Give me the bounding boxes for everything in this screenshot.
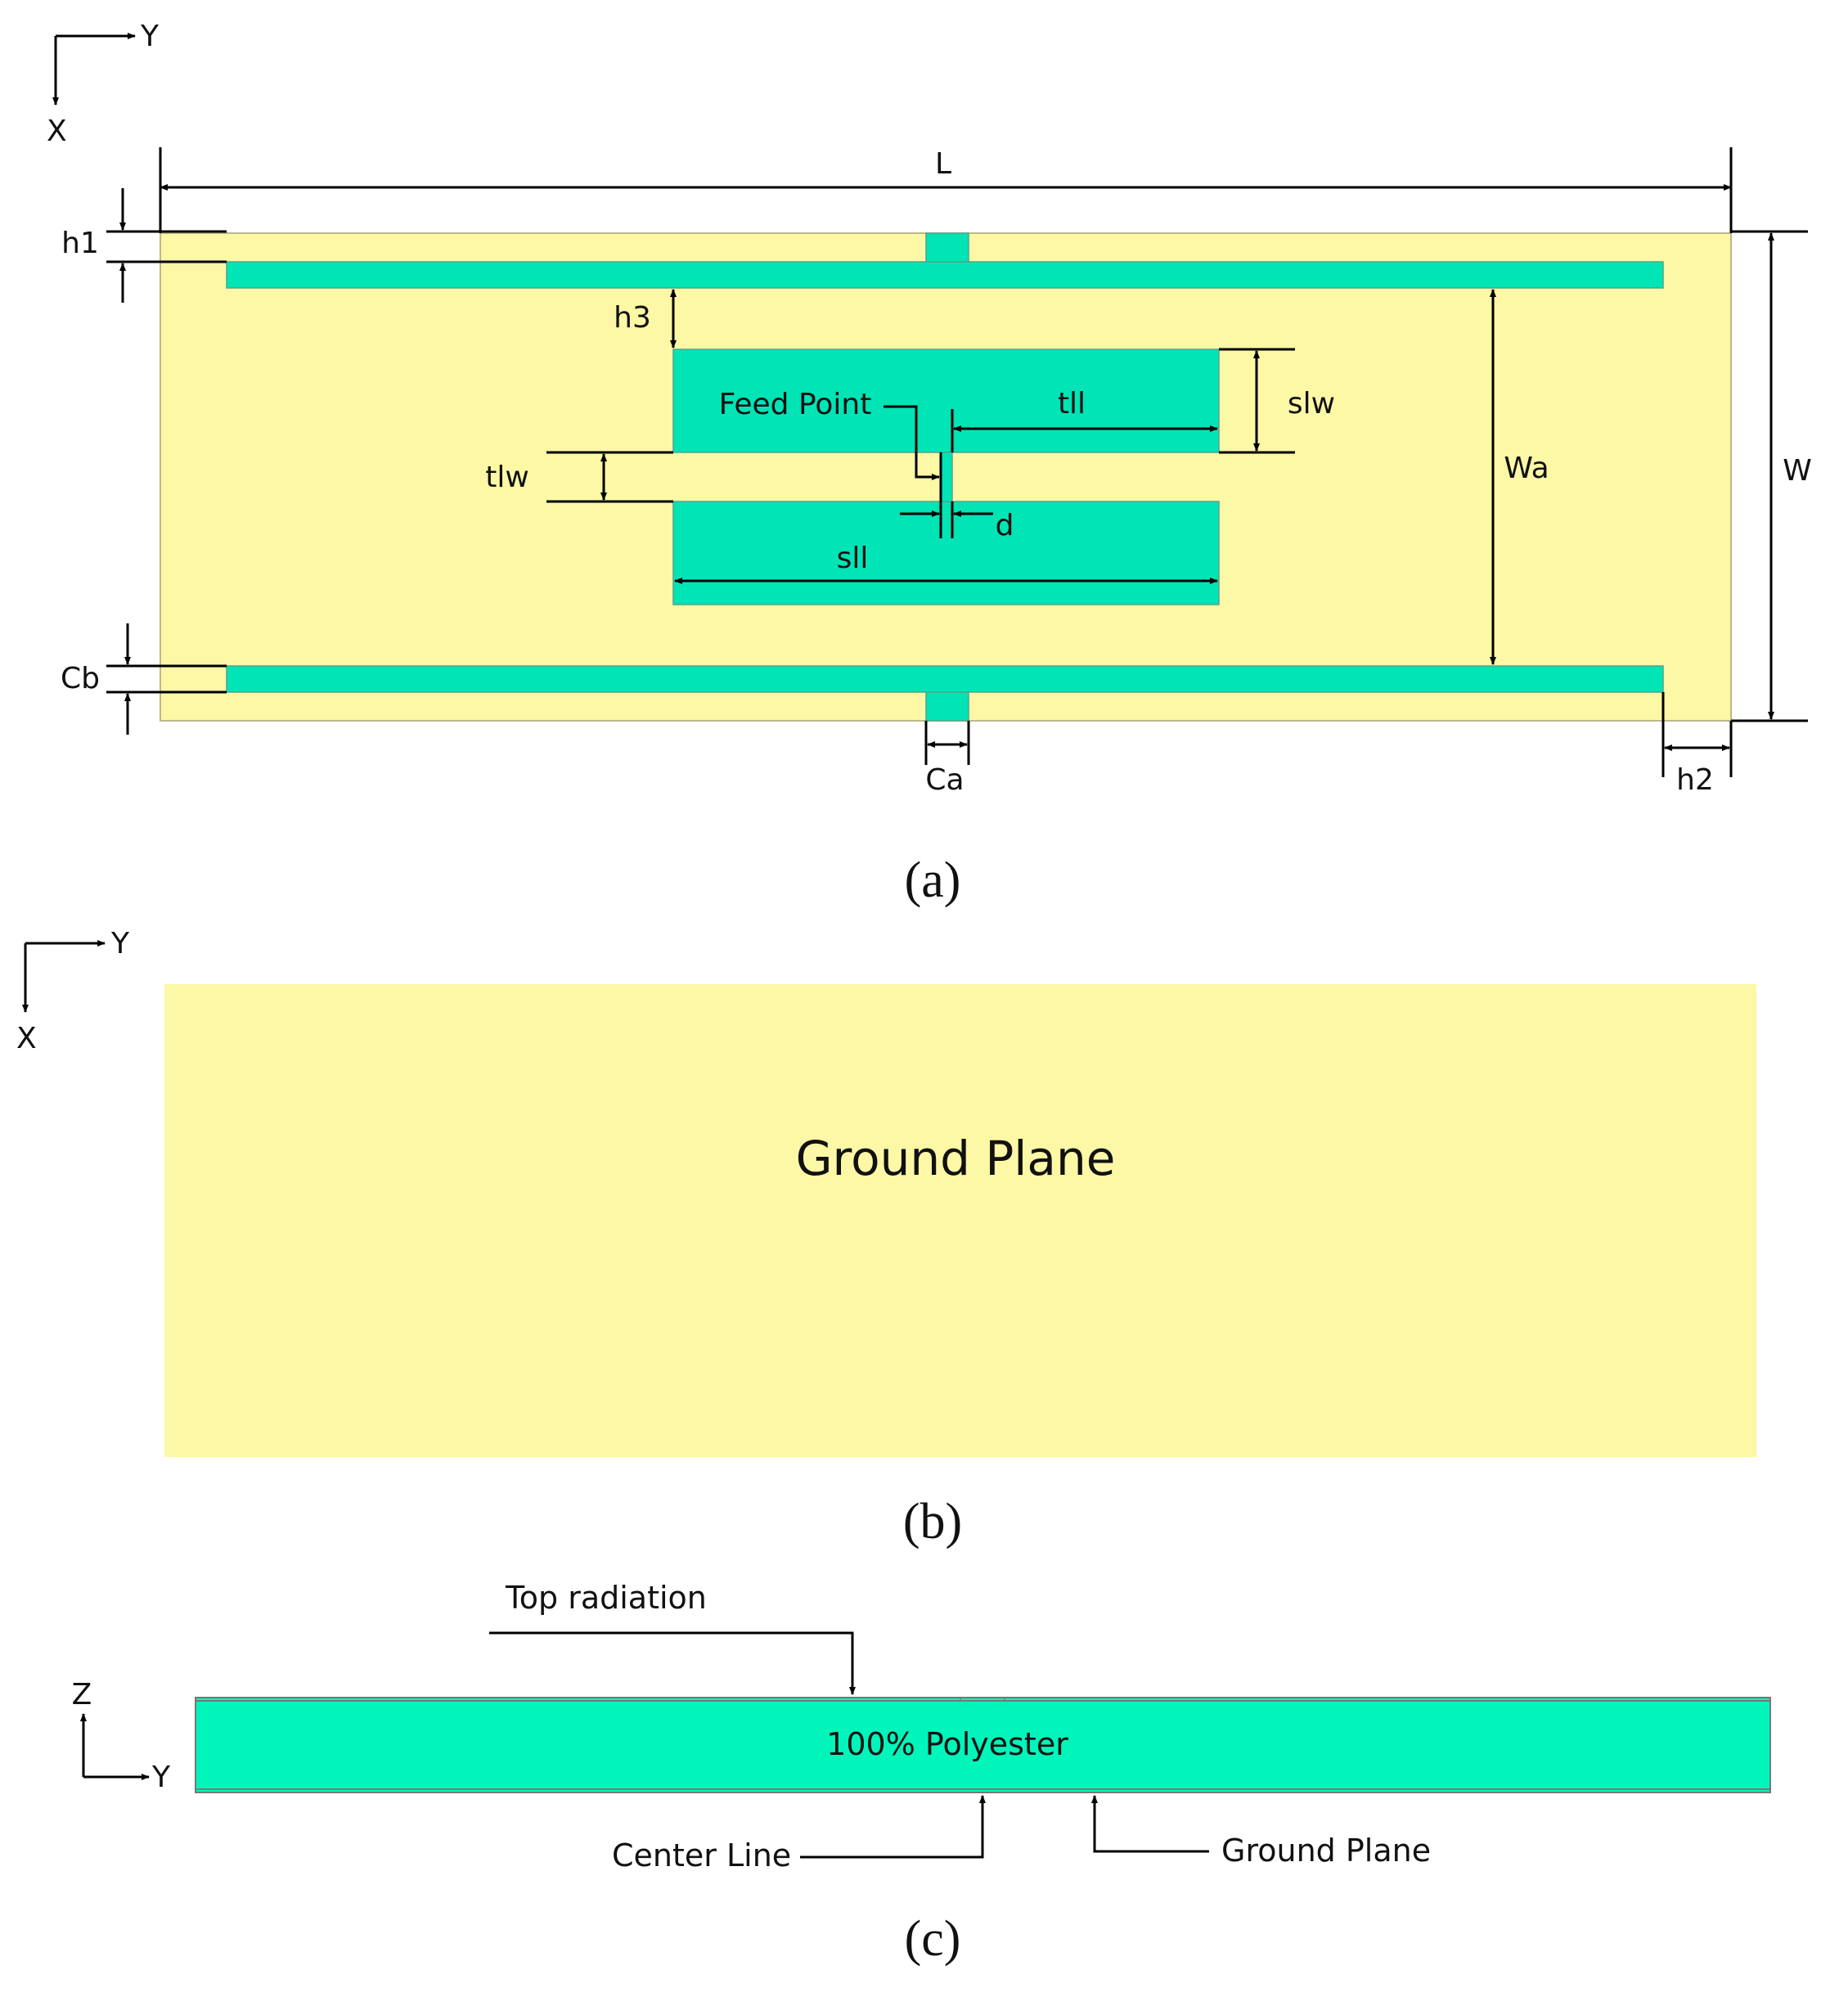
dim-label-h3: h3 [614,301,651,335]
lower-slot-patch [672,501,1220,605]
axis-y-label-c: Y [151,1761,171,1794]
dim-label-L: L [935,147,951,181]
dim-label-W: W [1783,454,1812,488]
top-radiation-label: Top radiation [505,1580,707,1616]
conductor-pattern [226,232,1664,722]
axis-y-label-b: Y [110,927,130,960]
axis-indicator-a [52,33,136,106]
panel-c: Z Y 100% Polyester Top radiation Center … [72,1580,1771,1967]
axis-x-label-b: X [16,1022,37,1055]
axis-y-label-a: Y [140,20,160,53]
caption-b: (b) [903,1494,962,1549]
feed-point-label: Feed Point [719,388,872,421]
polyester-substrate-side [195,1697,1771,1793]
polyester-label: 100% Polyester [826,1726,1068,1762]
ground-plane-side-label: Ground Plane [1221,1833,1431,1869]
bottom-conductor-strip [226,665,1664,693]
top-connector-tab [925,232,969,263]
dim-label-Ca: Ca [925,763,964,797]
panel-a: Y X [47,20,1812,908]
caption-c: (c) [905,1911,961,1967]
axis-indicator-b [22,940,106,1013]
axis-z-label-c: Z [72,1678,92,1711]
bottom-connector-tab [925,691,969,722]
ground-plane-bottom-view [164,984,1756,1457]
upper-slot-patch [672,349,1220,453]
dim-label-h1: h1 [61,227,99,260]
top-conductor-strip [226,261,1664,289]
center-line-label: Center Line [612,1837,791,1873]
callout-lines-c [489,1631,1209,1859]
dim-label-d: d [996,509,1014,542]
panel-b: Y X Ground Plane (b) [16,927,1756,1549]
dim-label-h2: h2 [1676,763,1714,797]
dim-label-sll: sll [837,542,869,575]
axis-indicator-c [80,1713,150,1780]
dim-label-Cb: Cb [61,662,100,695]
dim-label-tlw: tlw [485,461,529,494]
ground-plane-label: Ground Plane [796,1131,1116,1186]
dim-label-slw: slw [1288,387,1335,421]
feed-gap [940,452,953,502]
dim-label-Wa: Wa [1504,452,1549,485]
dimension-lines [106,147,1808,777]
dim-label-tll: tll [1058,387,1086,421]
axis-x-label-a: X [47,115,67,148]
caption-a: (a) [905,852,961,908]
